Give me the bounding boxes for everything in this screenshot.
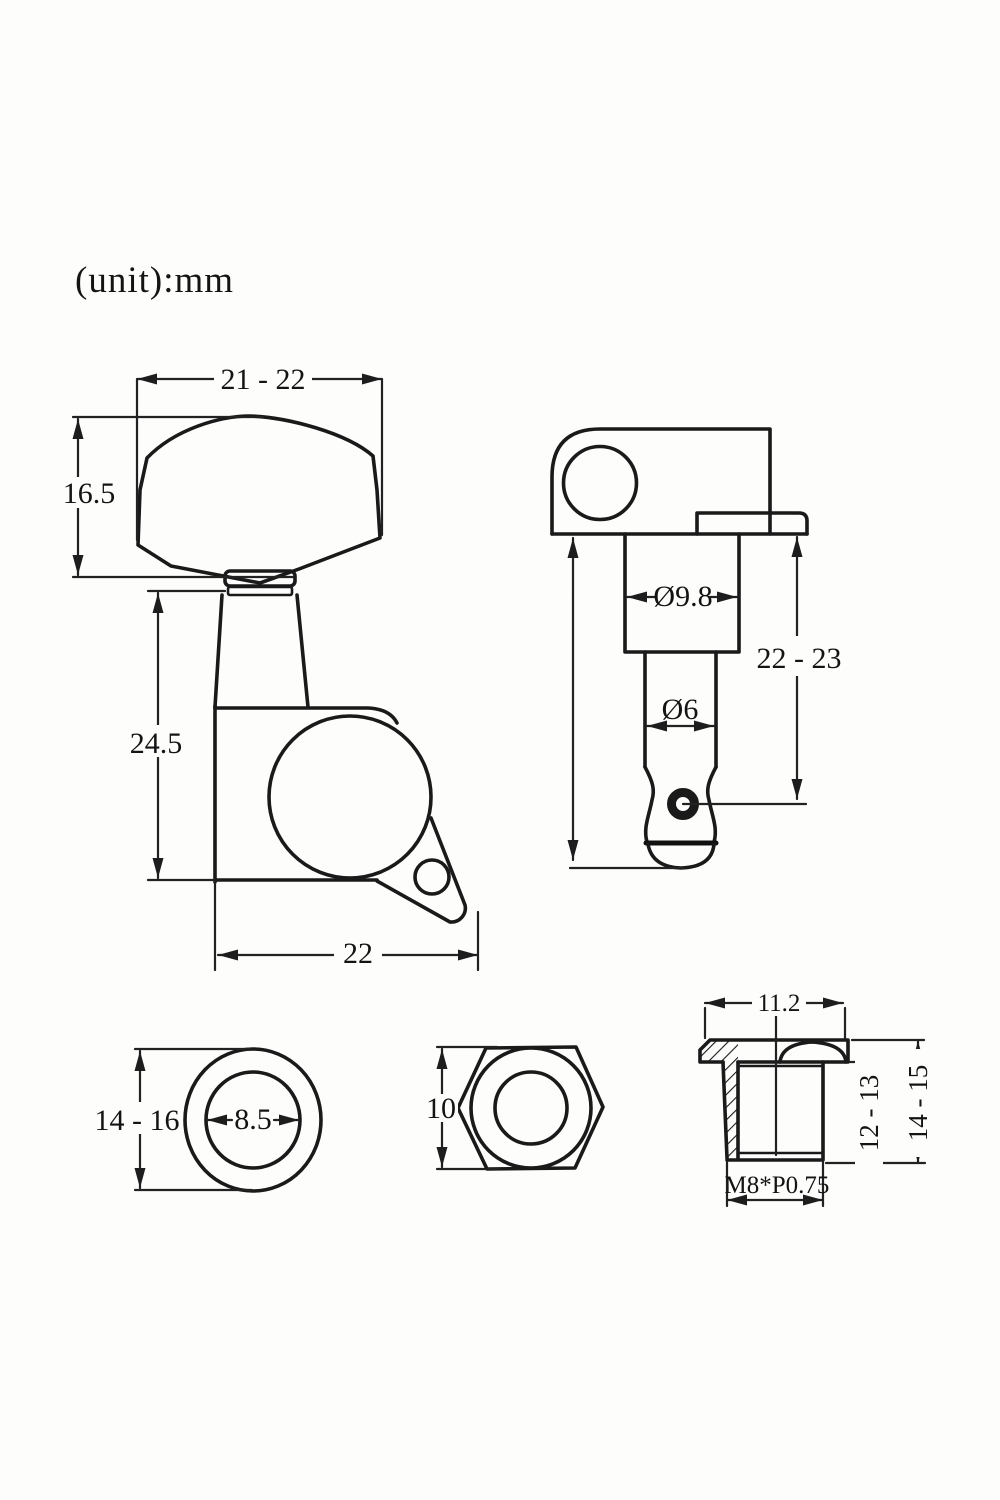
- bushing-barrel: [721, 1060, 825, 1162]
- front-view: [550, 427, 809, 870]
- post-tip-sides: [643, 765, 718, 844]
- dim-label-body-width: 22: [343, 937, 373, 970]
- tuner-button-outline: [136, 414, 382, 585]
- dim-label-bushing-total-height: 14 - 15: [903, 1065, 933, 1142]
- mount-flange-tab: [695, 511, 809, 536]
- unit-label: (unit):mm: [75, 260, 234, 301]
- dim-label-body-height: 24.5: [130, 727, 183, 760]
- bushing-dome-top: [778, 1040, 848, 1064]
- dim-label-washer-outer: 14 - 16: [95, 1104, 180, 1137]
- dim-label-button-height: 16.5: [63, 477, 116, 510]
- button-shaft-hole: [561, 444, 639, 522]
- gear-housing-circle: [267, 714, 433, 880]
- dim-label-post-diameter: Ø9.8: [653, 580, 712, 613]
- dim-label-string-post-diameter: Ø6: [662, 693, 699, 726]
- dim-label-bushing-threaded-length: 12 - 13: [854, 1075, 884, 1152]
- bushing-thread-lines: [738, 1064, 823, 1155]
- collar-washer: [226, 585, 294, 597]
- dim-label-washer-inner: 8.5: [234, 1103, 272, 1136]
- dimension-labels: (unit):mm 21 - 22 16.5 24.5 22 Ø9.8 Ø6 2…: [63, 260, 933, 1199]
- string-post: [643, 650, 718, 769]
- dim-label-bushing-flange: 11.2: [758, 990, 801, 1017]
- tuner-body-top: [213, 706, 399, 725]
- bushing-flange-outline: [698, 1038, 850, 1064]
- hex-nut-view: [435, 1045, 605, 1171]
- side-view: [71, 377, 480, 972]
- dim-label-button-width: 21 - 22: [221, 363, 306, 396]
- washer-view: [133, 1047, 323, 1193]
- up-arrowheads: [72, 419, 924, 1083]
- hex-nut-bore: [493, 1070, 569, 1146]
- arrowheads: [72, 373, 924, 1206]
- post-tip-dome: [646, 842, 716, 870]
- text-backdrops: [58, 366, 932, 1167]
- washer-outer-ring: [183, 1047, 323, 1193]
- mount-ear: [375, 816, 468, 924]
- dim-label-bushing-thread-spec: M8*P0.75: [725, 1172, 830, 1199]
- front-body-outline: [550, 427, 772, 536]
- bushing-view: [698, 1001, 927, 1208]
- hex-nut-outline: [456, 1045, 605, 1171]
- dim-label-post-length: 22 - 23: [757, 642, 842, 675]
- right-arrowheads: [279, 373, 843, 1206]
- dim-label-nut-width: 10: [426, 1092, 456, 1125]
- tuner-neck: [213, 593, 310, 709]
- hex-nut-chamfer-circle: [469, 1046, 593, 1170]
- mount-ear-hole: [413, 858, 451, 896]
- bushing-hatch-flange: [700, 1040, 738, 1062]
